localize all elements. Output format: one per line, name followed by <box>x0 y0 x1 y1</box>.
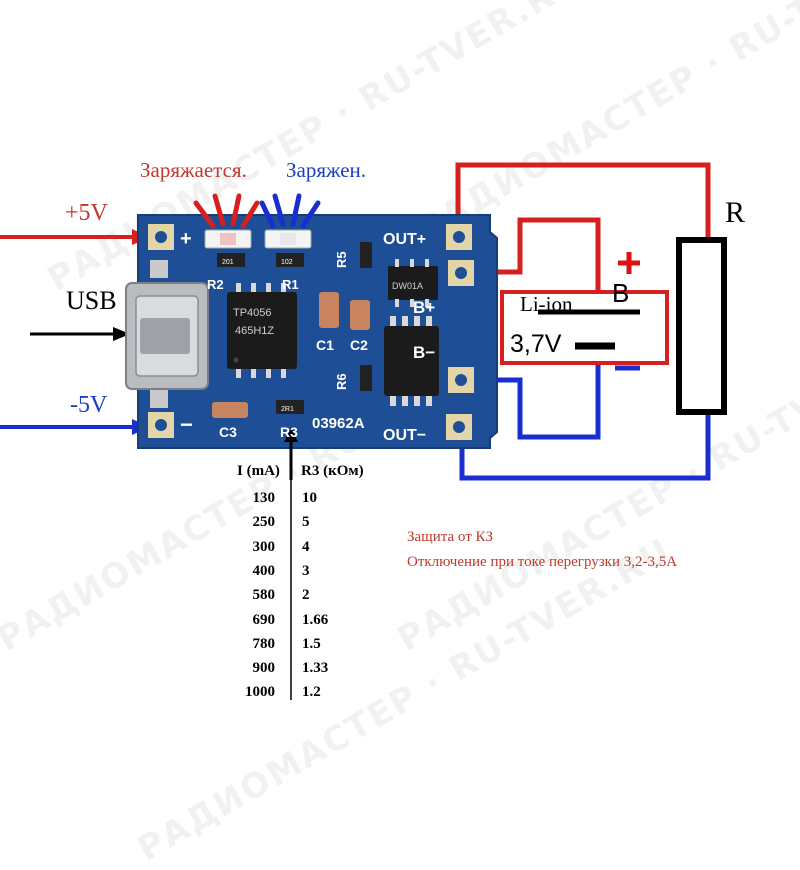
silk-r5: R5 <box>334 251 349 268</box>
table-cell-current: 580 <box>252 587 276 604</box>
pad-b-minus <box>448 367 474 393</box>
res-marking-102: 102 <box>281 259 293 266</box>
table-cell-current: 250 <box>252 514 276 531</box>
load-resistor <box>676 237 727 415</box>
battery-plus-sign <box>618 252 640 274</box>
resistor-r2 <box>217 253 245 267</box>
table-cell-current: 780 <box>252 635 276 652</box>
label-protection-1: Защита от КЗ <box>407 529 494 545</box>
table-cell-r3: 1.33 <box>302 660 329 677</box>
table-cell-r3: 1.2 <box>302 684 321 701</box>
table-cell-current: 690 <box>252 611 276 628</box>
led-blue-rays <box>259 193 321 229</box>
silk-c2: C2 <box>350 337 368 353</box>
label-protection-2: Отключение при токе перегрузки 3,2-3,5А <box>407 554 678 570</box>
pad-out-minus <box>446 414 472 440</box>
table-cell-current: 400 <box>252 562 276 579</box>
silk-b-plus: B+ <box>413 298 435 317</box>
silk-out-minus: OUT− <box>383 427 426 444</box>
wire-b-plus <box>462 217 601 310</box>
arrow-minus5v <box>0 419 150 435</box>
silk-r1: R1 <box>282 277 299 292</box>
circuit-svg: + − OUT+ B+ B− OUT− R2 R1 R5 R6 C1 C2 C3… <box>0 162 727 700</box>
arrow-usb <box>30 327 130 341</box>
table-cell-r3: 1.5 <box>302 635 321 652</box>
table-cell-r3: 4 <box>302 538 310 555</box>
pcb-board <box>125 214 498 449</box>
res-marking-2r1: 2R1 <box>281 406 294 413</box>
res-marking-201: 201 <box>222 259 234 266</box>
silk-r2: R2 <box>207 277 224 292</box>
silk-plus: + <box>180 228 192 250</box>
table-cell-current: 130 <box>252 490 276 506</box>
silk-r3: R3 <box>280 424 298 440</box>
pad-out-plus <box>446 224 472 250</box>
chip2-marking: DW01A <box>392 281 423 291</box>
label-battery-letter: B <box>612 278 630 308</box>
pad-b-plus <box>448 260 474 286</box>
battery-box <box>500 290 669 365</box>
label-plus5v: +5V <box>65 200 108 226</box>
wire-out-minus <box>459 412 711 481</box>
led-red-rays <box>193 193 260 229</box>
chip1-marking-1: TP4056 <box>233 307 272 319</box>
silk-board-code: 03962A <box>312 415 365 432</box>
label-charged: Заряжен. <box>286 158 367 182</box>
pad-minus-left <box>148 412 174 438</box>
label-battery-type: Li-ion <box>520 292 573 316</box>
table-cell-r3: 3 <box>302 562 310 579</box>
label-resistor: R <box>725 196 746 229</box>
resistor-r5 <box>360 242 372 268</box>
silk-c3: C3 <box>219 424 237 440</box>
table-header-r3: R3 (кОм) <box>301 463 364 479</box>
silk-out-plus: OUT+ <box>383 231 426 248</box>
table-cell-r3: 1.66 <box>302 611 329 628</box>
silk-b-minus: B− <box>413 343 435 362</box>
table-header-current: I (mA) <box>237 463 280 479</box>
resistor-r3 <box>276 400 304 414</box>
wire-b-minus <box>462 346 601 440</box>
chip-tp4056 <box>227 283 297 378</box>
table-cell-r3: 10 <box>302 490 317 506</box>
chip-mosfet <box>384 316 439 406</box>
label-minus5v: -5V <box>70 392 108 418</box>
resistor-r6 <box>360 365 372 391</box>
capacitor-c2 <box>350 300 370 330</box>
arrow-plus5v <box>0 229 150 245</box>
table-cell-r3: 2 <box>302 587 310 604</box>
wire-out-plus <box>455 162 711 240</box>
table-cell-current: 1000 <box>245 684 275 701</box>
label-battery-voltage: 3,7V <box>510 330 562 358</box>
chip1-marking-2: 465H1Z <box>235 325 274 337</box>
chip-dw01a <box>388 259 438 307</box>
label-charging: Заряжается. <box>140 158 247 182</box>
resistor-r1 <box>276 253 304 267</box>
capacitor-c1 <box>319 292 339 328</box>
silk-minus: − <box>180 412 193 437</box>
table-cell-current: 300 <box>252 538 276 555</box>
table-cell-r3: 5 <box>302 514 310 531</box>
silk-c1: C1 <box>316 337 334 353</box>
pad-plus-left <box>148 224 174 250</box>
label-usb: USB <box>66 286 117 315</box>
table-cell-current: 900 <box>252 660 276 677</box>
capacitor-c3 <box>212 402 248 418</box>
silk-r6: R6 <box>334 373 349 390</box>
